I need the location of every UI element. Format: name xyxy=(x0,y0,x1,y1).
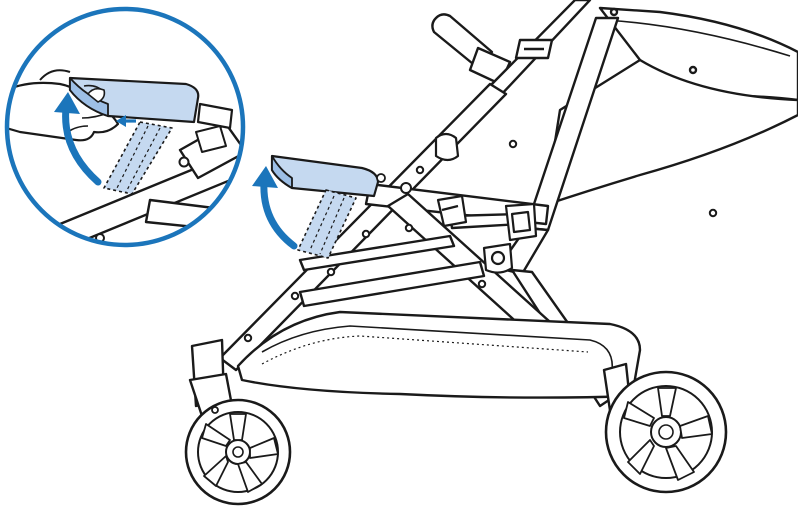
curved-arrow-up-icon xyxy=(54,92,102,186)
handlebar xyxy=(431,0,592,98)
armrest-main xyxy=(270,154,386,259)
basket xyxy=(236,310,642,399)
seat-fabric xyxy=(543,58,798,207)
rear-wheel xyxy=(602,362,728,494)
front-wheel xyxy=(184,338,292,506)
arrow-left-icon xyxy=(116,115,136,127)
detail-inset xyxy=(4,6,246,248)
detail-inset-border xyxy=(4,6,246,248)
curved-arrow-up-icon xyxy=(252,166,298,250)
fold-lock xyxy=(434,132,538,274)
